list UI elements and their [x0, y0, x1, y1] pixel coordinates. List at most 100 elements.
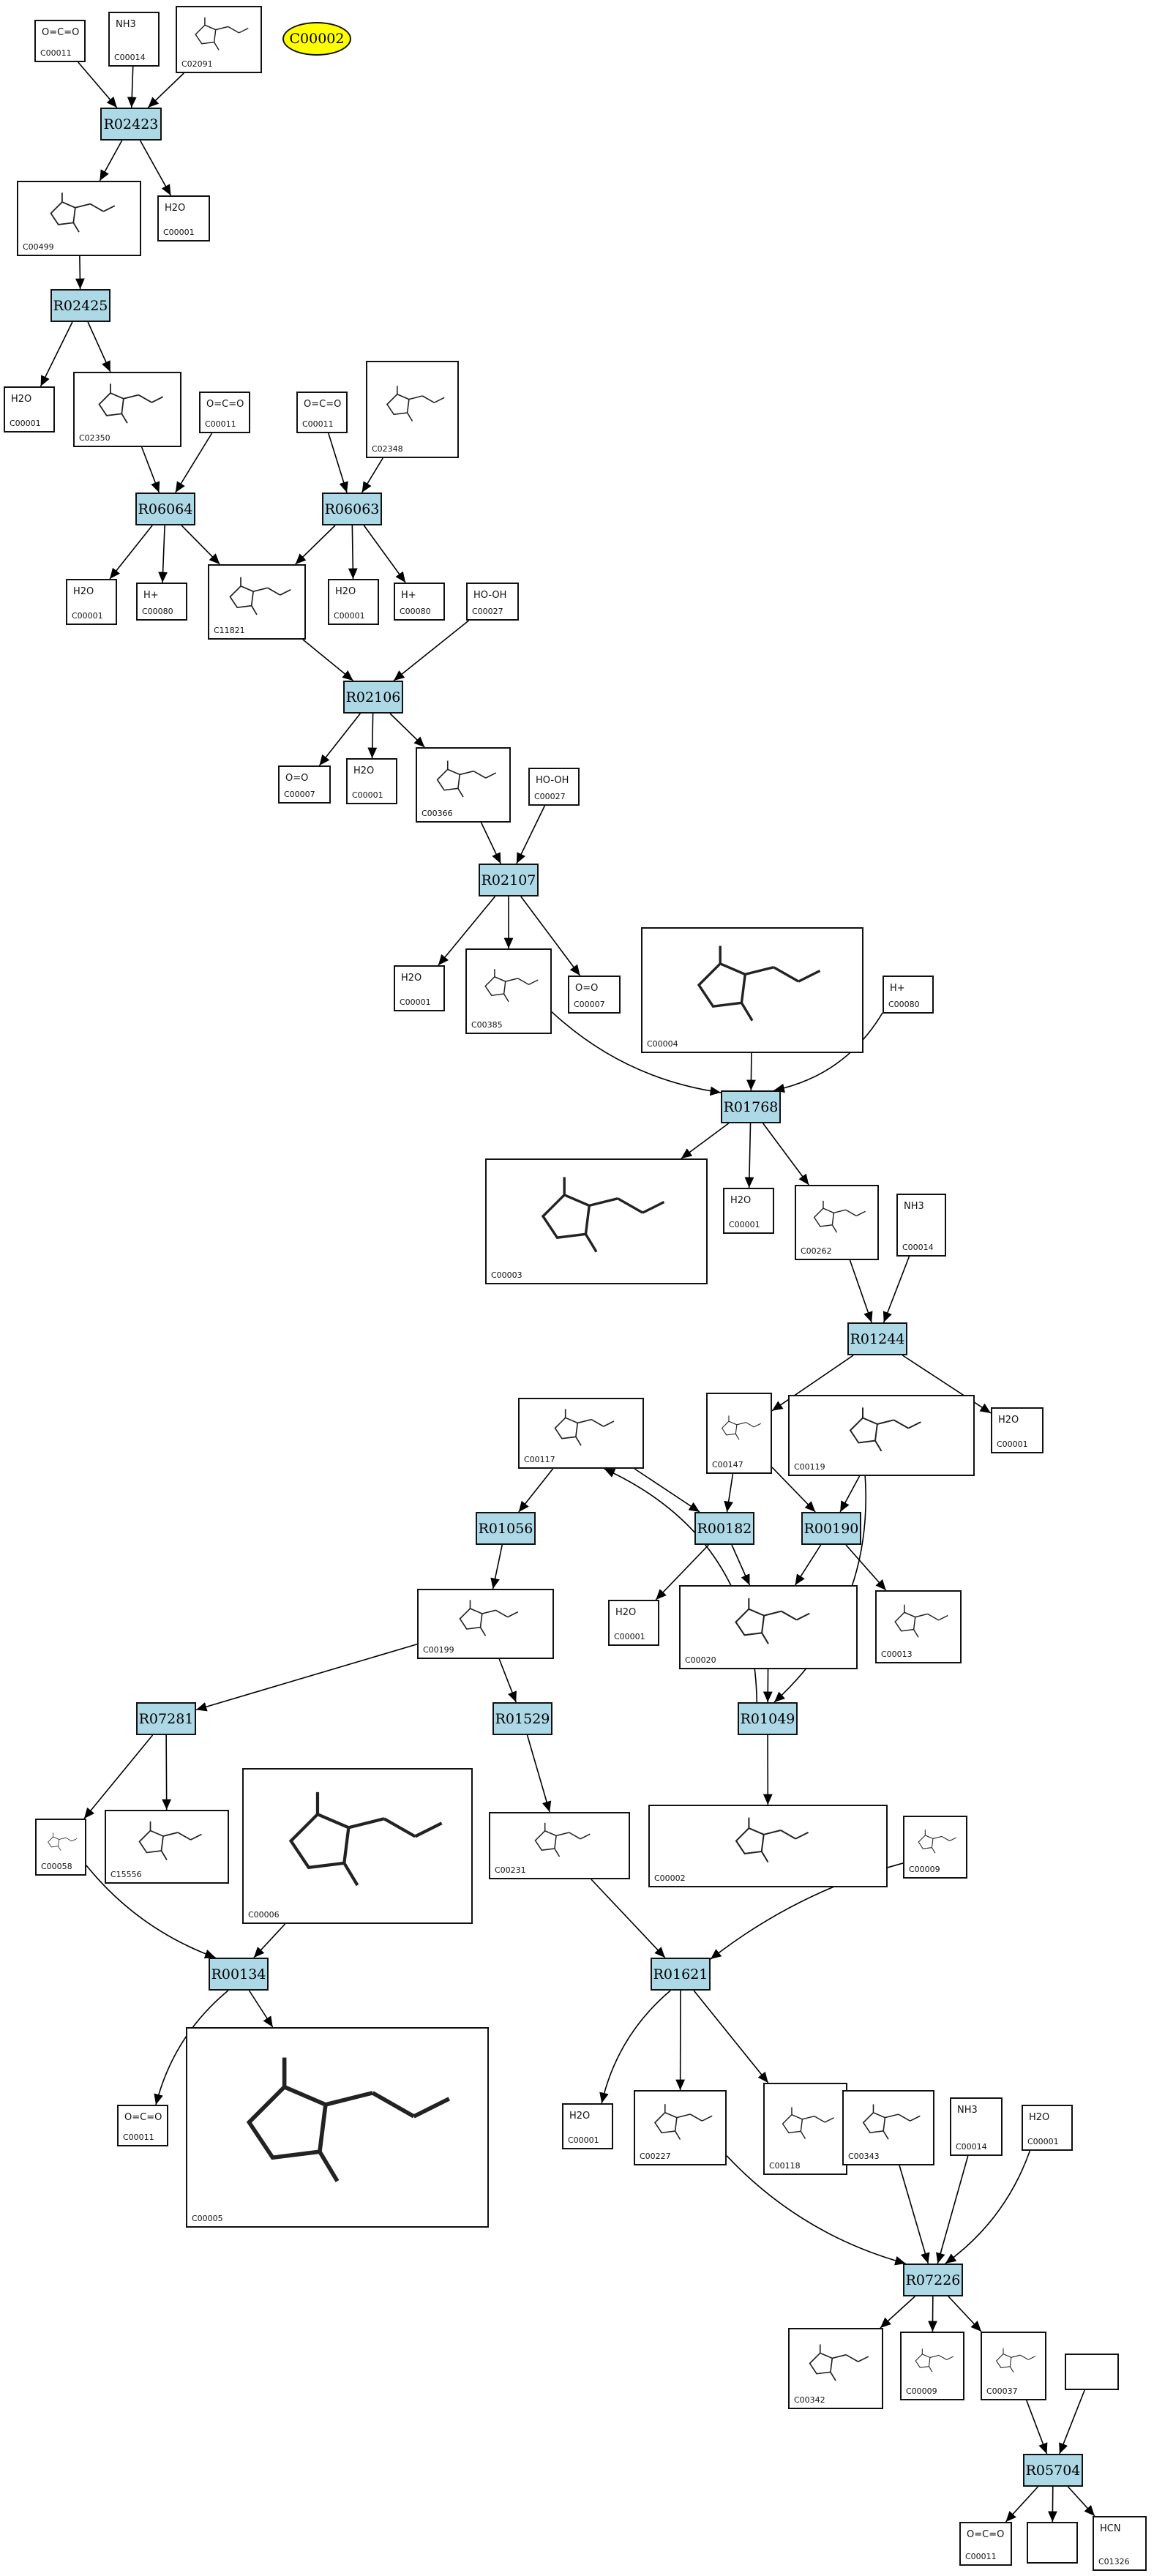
- compound-id-label: C00199: [423, 1645, 454, 1655]
- edge-arrow: [438, 896, 496, 966]
- compound-formula: H2O: [165, 203, 186, 214]
- compound-formula: NH3: [957, 2105, 978, 2116]
- compound-c02348[interactable]: C02348: [366, 361, 459, 458]
- compound-unlabeled[interactable]: [1027, 2522, 1078, 2564]
- compound-c15556[interactable]: C15556: [105, 1810, 229, 1884]
- compound-id-label: C00001: [163, 228, 195, 237]
- compound-c00009[interactable]: C00009: [900, 2332, 964, 2400]
- reaction-r02425[interactable]: R02425: [50, 289, 110, 322]
- compound-c00227[interactable]: C00227: [634, 2090, 727, 2165]
- reaction-r02423[interactable]: R02423: [100, 108, 162, 141]
- compound-c00366[interactable]: C00366: [416, 747, 511, 823]
- reaction-r01244[interactable]: R01244: [847, 1322, 907, 1355]
- reaction-r06063[interactable]: R06063: [322, 493, 382, 525]
- compound-c02091[interactable]: C02091: [176, 6, 262, 73]
- compound-id-label: C00117: [524, 1455, 555, 1464]
- compound-id-label: C00001: [352, 790, 383, 800]
- compound-c00118[interactable]: C00118: [763, 2083, 847, 2175]
- edge-arrow: [480, 822, 501, 864]
- compound-c00231[interactable]: C00231: [489, 1812, 630, 1879]
- compound-id-label: C11821: [214, 626, 245, 635]
- compound-c00119[interactable]: C00119: [788, 1395, 975, 1476]
- compound-c00005[interactable]: C00005: [186, 2027, 489, 2228]
- reaction-r00190[interactable]: R00190: [801, 1512, 861, 1545]
- compound-c00003[interactable]: C00003: [485, 1158, 708, 1284]
- reaction-r01768[interactable]: R01768: [721, 1090, 781, 1123]
- compound-c00080[interactable]: H+C00080: [394, 583, 445, 621]
- reaction-r02107[interactable]: R02107: [479, 864, 539, 896]
- structure-icon: [907, 1820, 963, 1864]
- reaction-r00182[interactable]: R00182: [694, 1512, 754, 1545]
- compound-c00009[interactable]: C00009: [903, 1816, 967, 1879]
- compound-c00080[interactable]: H+C00080: [883, 976, 934, 1014]
- compound-id-label: C00014: [114, 53, 146, 62]
- compound-c00002[interactable]: C00002: [648, 1805, 888, 1887]
- reaction-r06064[interactable]: R06064: [135, 493, 195, 525]
- compound-c00199[interactable]: C00199: [417, 1589, 554, 1659]
- compound-c00262[interactable]: C00262: [795, 1185, 879, 1260]
- compound-c00013[interactable]: C00013: [875, 1590, 962, 1663]
- reaction-r01056[interactable]: R01056: [476, 1512, 536, 1545]
- compound-id-label: C00058: [41, 1862, 72, 1871]
- edge-arrow: [520, 896, 581, 976]
- compound-c00147[interactable]: C00147: [706, 1393, 772, 1474]
- edge-arrow: [139, 140, 172, 196]
- compound-c00080[interactable]: H+C00080: [136, 583, 187, 621]
- compound-c00004[interactable]: C00004: [641, 927, 863, 1053]
- reaction-r07281[interactable]: R07281: [136, 1702, 196, 1735]
- structure-icon: [40, 1823, 82, 1861]
- edge-arrow: [936, 2155, 969, 2264]
- compound-c00001[interactable]: H2O C00001: [157, 195, 210, 242]
- compound-id-label: C00262: [801, 1246, 832, 1256]
- compound-unlabeled[interactable]: [1065, 2354, 1119, 2390]
- compound-c00385[interactable]: C00385: [465, 948, 552, 1034]
- reaction-r01049[interactable]: R01049: [738, 1702, 798, 1735]
- compound-c11821[interactable]: C11821: [208, 564, 306, 640]
- compound-c00058[interactable]: C00058: [35, 1819, 86, 1876]
- edge-arrow: [367, 713, 378, 759]
- reaction-r05704[interactable]: R05704: [1023, 2454, 1083, 2487]
- compound-c00020[interactable]: C00020: [679, 1585, 858, 1669]
- compound-c00037[interactable]: C00037: [981, 2332, 1046, 2400]
- reaction-r01621[interactable]: R01621: [651, 1958, 711, 1991]
- compound-c00006[interactable]: C00006: [242, 1768, 473, 1924]
- highlighted-compound[interactable]: C00002: [282, 22, 351, 56]
- reaction-r02106[interactable]: R02106: [343, 681, 403, 714]
- reaction-r00134[interactable]: R00134: [209, 1958, 269, 1991]
- compound-c02350[interactable]: C02350: [73, 372, 181, 447]
- edge-arrow: [599, 1990, 671, 2104]
- structure-icon: [470, 953, 547, 1019]
- edge-arrow: [318, 713, 361, 766]
- reaction-r07226[interactable]: R07226: [903, 2264, 963, 2296]
- compound-c00343[interactable]: C00343: [842, 2090, 934, 2165]
- structure-icon: [420, 752, 506, 808]
- reaction-r01529[interactable]: R01529: [492, 1702, 552, 1735]
- compound-c00499[interactable]: C00499: [17, 181, 141, 256]
- compound-c00117[interactable]: C00117: [518, 1398, 644, 1469]
- compound-c00342[interactable]: C00342: [788, 2328, 883, 2409]
- structure-icon: [109, 1814, 225, 1869]
